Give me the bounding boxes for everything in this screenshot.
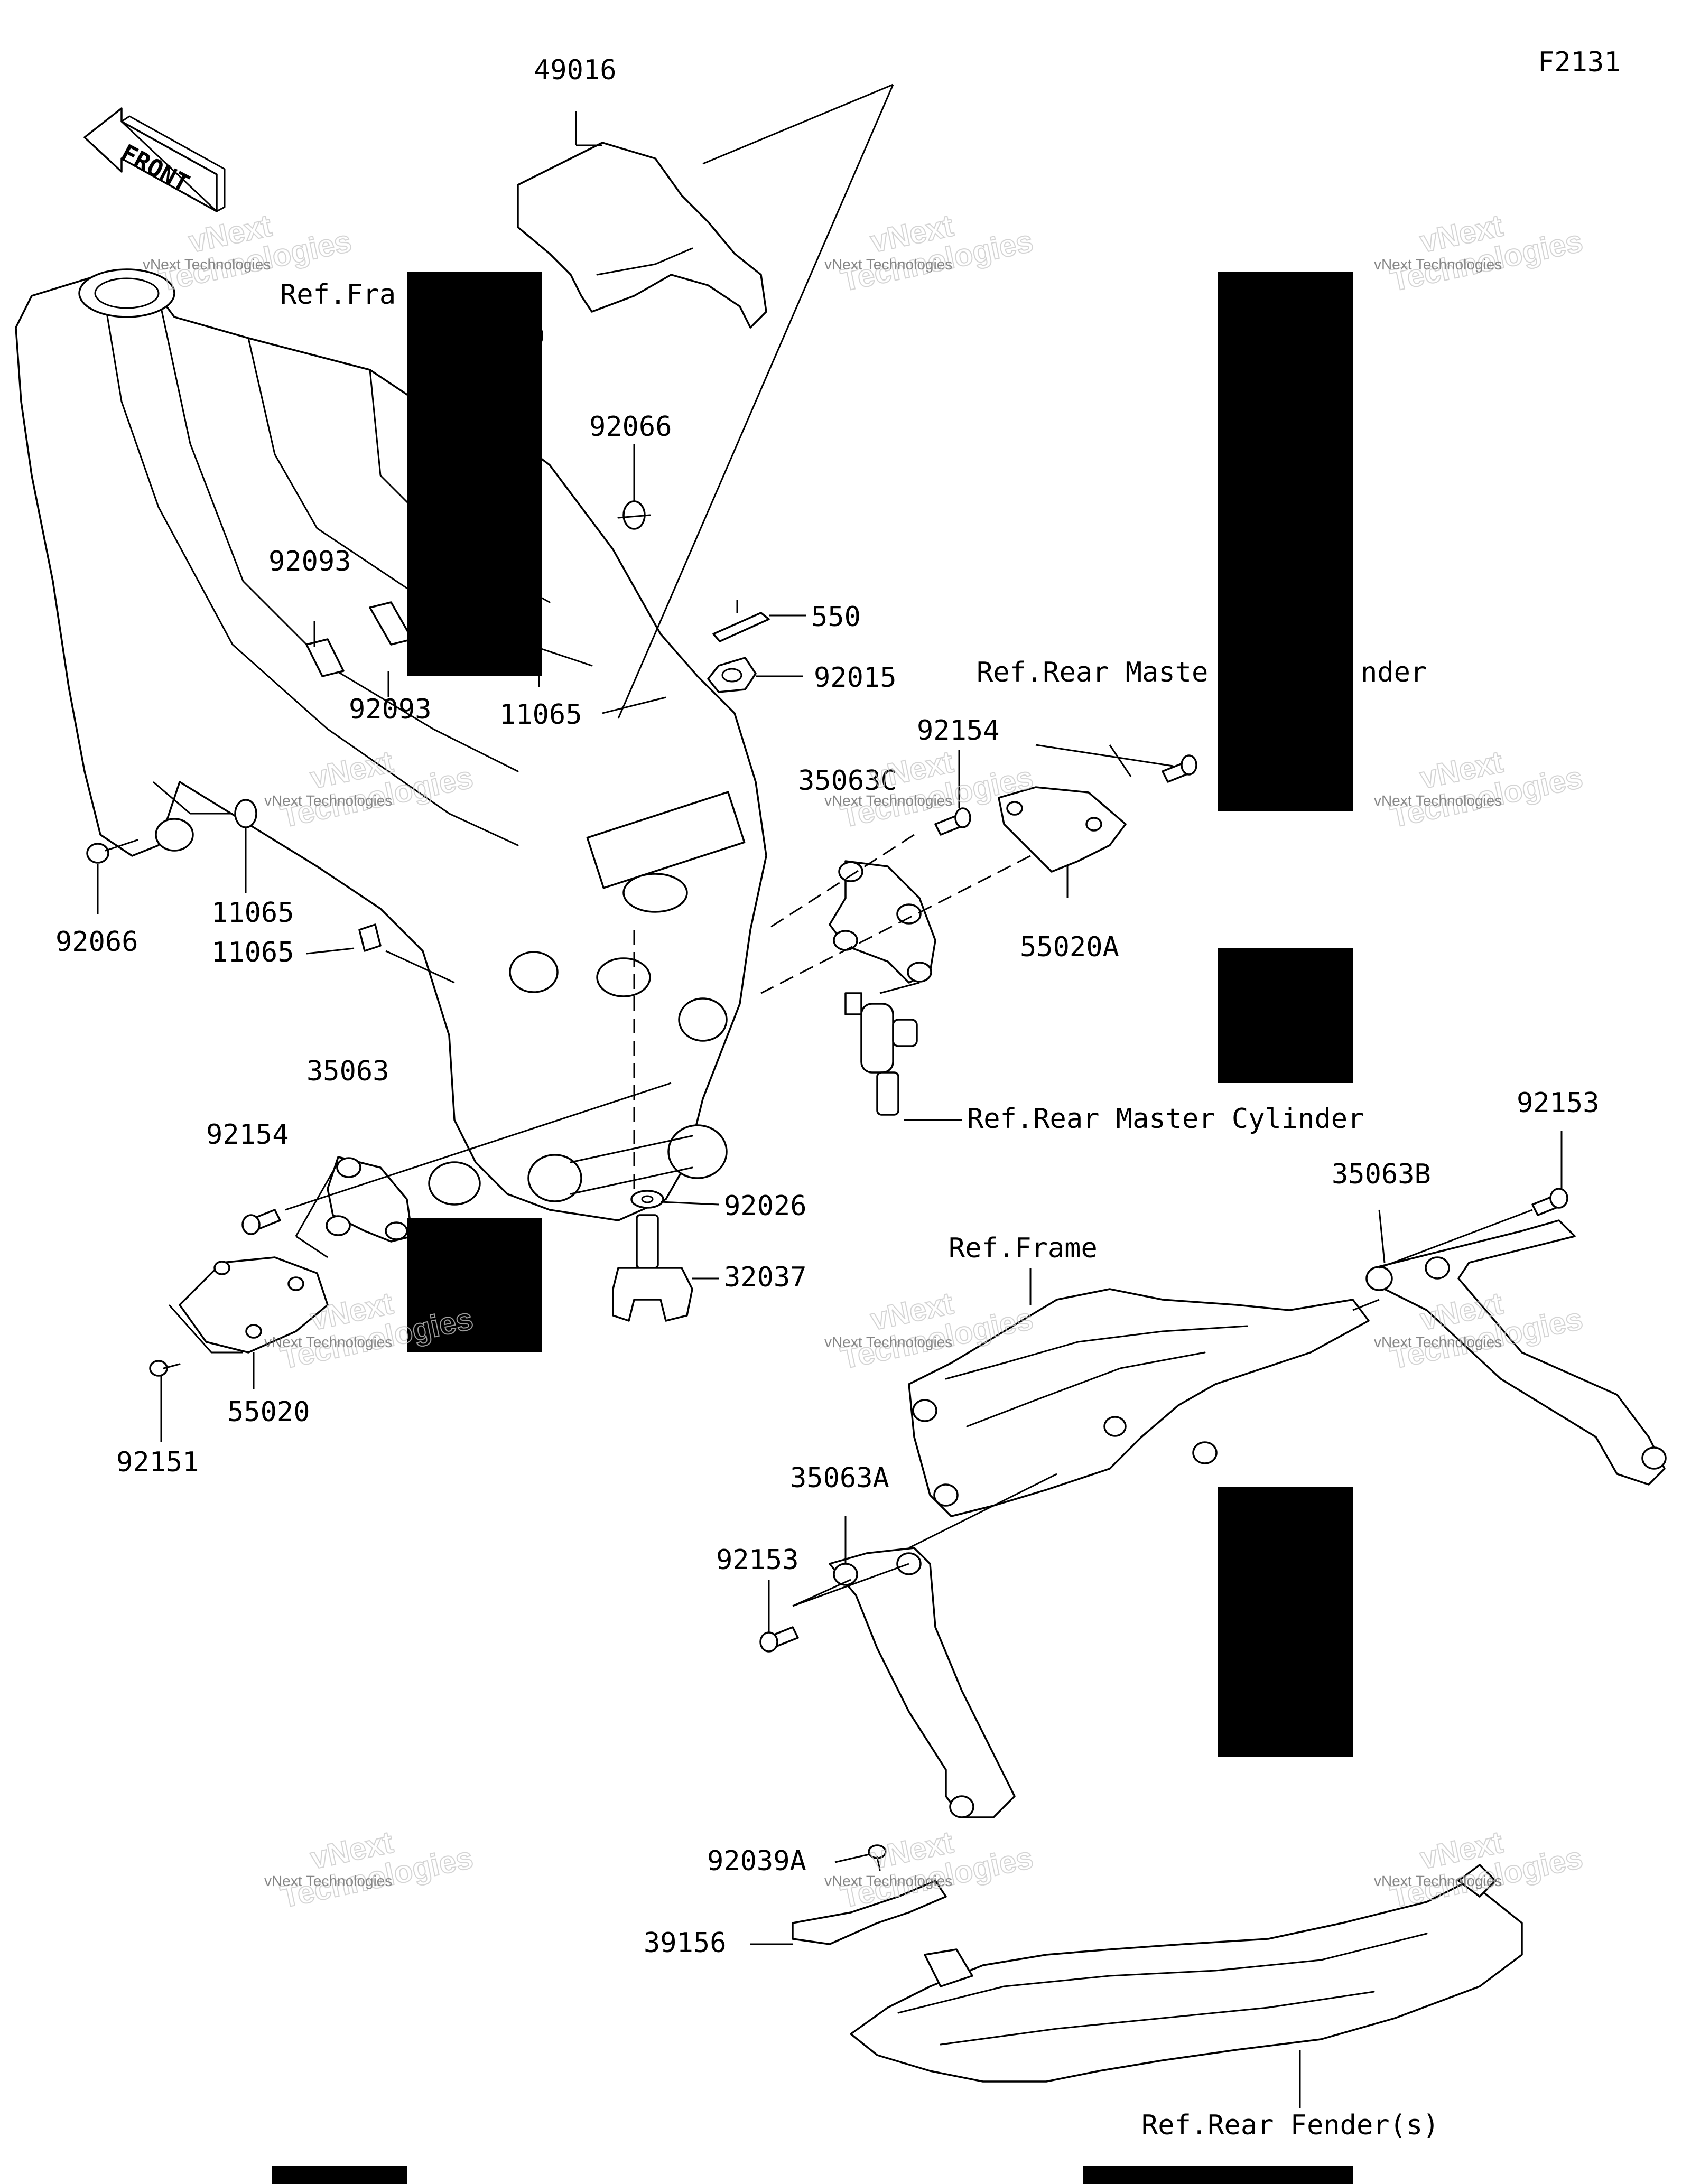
label-55020A: 55020A	[1020, 931, 1119, 963]
label-ref-frame-2: Ref.Frame	[949, 1233, 1098, 1264]
bolt-rear-master-top	[1162, 754, 1197, 783]
grommet-11065-lower	[358, 923, 382, 952]
svg-text:vNext Technologies: vNext Technologies	[824, 1873, 952, 1889]
svg-text:vNext Technologies: vNext Technologies	[1374, 256, 1502, 273]
label-ref-rear-master-1-tail: nder	[1361, 657, 1427, 688]
svg-text:vNext Technologies: vNext Technologies	[824, 792, 952, 809]
label-550: 550	[811, 601, 861, 633]
pad-39156	[792, 1880, 947, 1945]
label-92093-b: 92093	[349, 694, 432, 725]
label-11065-c: 11065	[211, 937, 294, 968]
label-92151: 92151	[116, 1446, 199, 1478]
redaction-block	[1218, 272, 1353, 811]
label-92026: 92026	[724, 1190, 807, 1222]
label-92093-a: 92093	[268, 546, 351, 577]
main-frame	[15, 268, 767, 1221]
label-ref-rear-fender: Ref.Rear Fender(s)	[1141, 2110, 1439, 2141]
bolt-92153-left	[759, 1626, 799, 1653]
label-92154-b: 92154	[206, 1119, 289, 1151]
svg-text:vNext Technologies: vNext Technologies	[1374, 1334, 1502, 1350]
bolt-92066-left	[86, 839, 138, 864]
label-32037: 32037	[724, 1262, 807, 1293]
front-arrow-icon: FRONT	[83, 107, 226, 212]
pin-550	[712, 612, 770, 642]
bracket-35063A	[829, 1547, 1016, 1818]
svg-text:vNext Technologies: vNext Technologies	[824, 256, 952, 273]
svg-text:vNext Technologies: vNext Technologies	[1374, 1873, 1502, 1889]
bracket-55020A	[998, 786, 1127, 873]
svg-text:vNext Technologies: vNext Technologies	[264, 1873, 392, 1889]
label-ref-frame-top: Ref.Fra	[280, 279, 396, 311]
svg-text:vNext Technologies: vNext Technologies	[264, 792, 392, 809]
rear-fender	[850, 1864, 1523, 2083]
nut-92015	[707, 657, 757, 693]
label-35063B: 35063B	[1332, 1159, 1431, 1190]
bolt-32037	[612, 1214, 693, 1322]
redaction-block	[407, 1218, 542, 1352]
label-92039A: 92039A	[707, 1845, 806, 1877]
svg-text:vNext Technologies: vNext Technologies	[264, 1334, 392, 1350]
label-92066-a: 92066	[589, 411, 672, 443]
clip-92039A	[868, 1844, 887, 1871]
bracket-35063B	[1365, 1219, 1667, 1486]
label-35063A: 35063A	[790, 1462, 889, 1494]
redaction-block	[272, 2166, 407, 2184]
label-ref-rear-master-1: Ref.Rear Maste	[977, 657, 1208, 688]
bracket-55020	[179, 1256, 329, 1354]
label-11065-b: 11065	[211, 897, 294, 929]
bracket-35063C	[829, 860, 936, 984]
label-92093-piece-a	[305, 638, 345, 677]
master-cylinder-ref	[844, 992, 918, 1116]
label-35063C: 35063C	[798, 765, 897, 797]
bolt-92153-right	[1531, 1188, 1568, 1216]
figure-code: F2131	[1538, 46, 1621, 78]
screw-92151	[149, 1360, 181, 1377]
grommet-11065-left	[234, 799, 257, 828]
redaction-block	[1083, 2166, 1353, 2184]
redaction-block	[1218, 1487, 1353, 1757]
bolt-92154-upper	[934, 807, 971, 836]
label-92153-b: 92153	[716, 1544, 799, 1576]
svg-text:vNext Technologies: vNext Technologies	[1374, 792, 1502, 809]
label-11065-a: 11065	[499, 699, 582, 731]
bolt-92066-top	[617, 500, 651, 530]
redaction-block	[407, 272, 542, 676]
bracket-35063	[326, 1156, 413, 1243]
redaction-block	[1218, 948, 1353, 1083]
label-92154-a: 92154	[917, 715, 1000, 746]
washer-92026	[630, 1190, 664, 1209]
part-49016-guard	[517, 142, 767, 329]
label-49016: 49016	[534, 54, 617, 86]
label-ref-frame-top-tail: 9	[528, 321, 545, 353]
bolt-92154-lower	[241, 1209, 281, 1235]
label-55020: 55020	[227, 1396, 310, 1428]
label-92015: 92015	[814, 662, 897, 694]
svg-text:vNext Technologies: vNext Technologies	[143, 256, 271, 273]
label-ref-rear-master-2: Ref.Rear Master Cylinder	[967, 1103, 1364, 1135]
label-92066-b: 92066	[55, 926, 138, 958]
label-92153-a: 92153	[1517, 1087, 1600, 1119]
label-35063: 35063	[306, 1056, 389, 1087]
svg-text:vNext Technologies: vNext Technologies	[824, 1334, 952, 1350]
rear-subframe	[908, 1288, 1370, 1517]
label-39156: 39156	[644, 1927, 727, 1959]
